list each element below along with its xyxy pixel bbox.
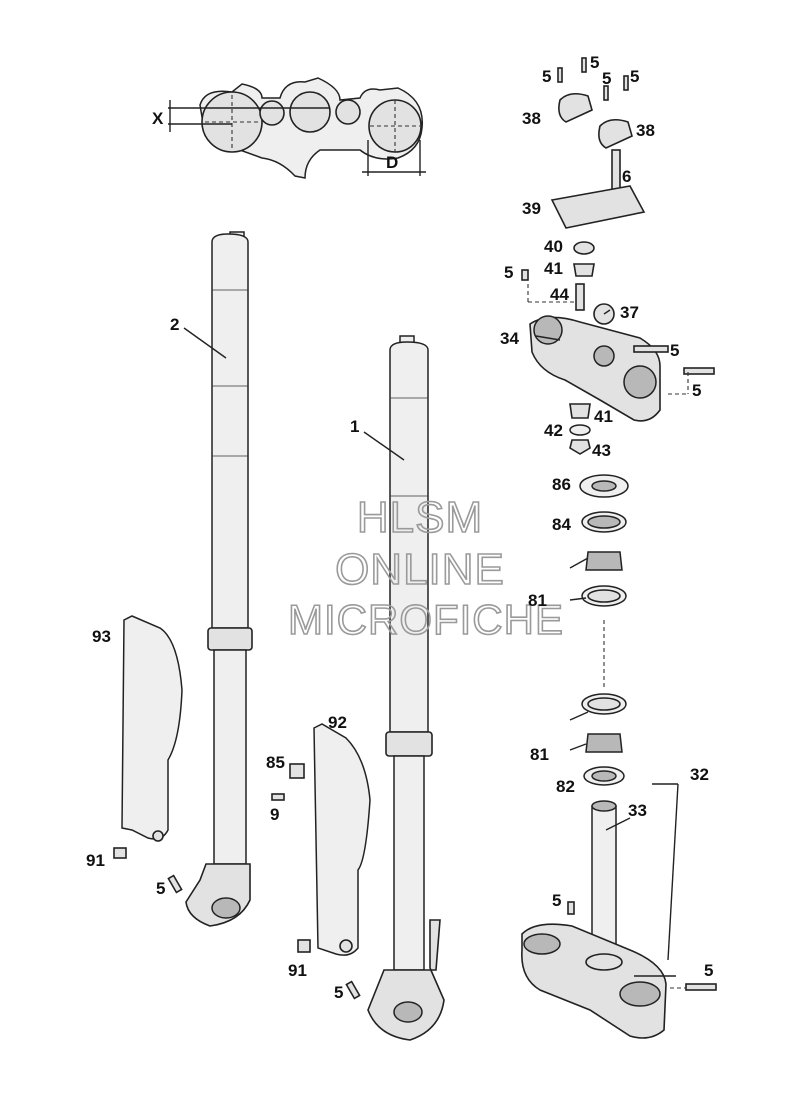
- dimension-x-label: X: [152, 109, 164, 128]
- callout-labels: 5 5 5 5 38 38 6 39 40 5 41 44 37 34 5 5 …: [86, 53, 713, 1002]
- callout-37: 37: [620, 303, 639, 322]
- fork-guard-right: [313, 723, 371, 956]
- fork-guard-left: [121, 615, 183, 842]
- callout-81: 81: [530, 745, 549, 764]
- callout-5: 5: [156, 879, 165, 898]
- callout-40: 40: [544, 237, 563, 256]
- fork-leg-left: [185, 231, 253, 927]
- callout-2: 2: [170, 315, 179, 334]
- stem-nut-group: [569, 403, 591, 455]
- callout-84: 84: [552, 515, 571, 534]
- callout-34: 34: [500, 329, 519, 348]
- lower-triple-clamp: [521, 800, 717, 1039]
- callout-6: 6: [622, 167, 631, 186]
- callout-5: 5: [602, 69, 611, 88]
- small-fasteners-left: [113, 763, 361, 1000]
- callout-5: 5: [692, 381, 701, 400]
- watermark-line-1: HLSM: [357, 493, 483, 542]
- callout-5: 5: [334, 983, 343, 1002]
- callout-5: 5: [504, 263, 513, 282]
- callout-91: 91: [86, 851, 105, 870]
- callout-9: 9: [270, 805, 279, 824]
- callout-41: 41: [544, 259, 563, 278]
- callout-5: 5: [630, 67, 639, 86]
- callout-43: 43: [592, 441, 611, 460]
- callout-39: 39: [522, 199, 541, 218]
- callout-91: 91: [288, 961, 307, 980]
- callout-38: 38: [522, 109, 541, 128]
- callout-5: 5: [704, 961, 713, 980]
- callout-5: 5: [670, 341, 679, 360]
- callout-81: 81: [528, 591, 547, 610]
- callout-82: 82: [556, 777, 575, 796]
- leader-lines: [183, 309, 679, 961]
- fork-leg-right: [367, 335, 445, 1041]
- callout-5: 5: [590, 53, 599, 72]
- handlebar-clamp-group: [550, 57, 646, 229]
- callout-38: 38: [636, 121, 655, 140]
- callout-92: 92: [328, 713, 347, 732]
- callout-44: 44: [550, 285, 569, 304]
- clamp-dimension-sketch: [168, 77, 426, 179]
- watermark-line-3: MICROFICHE: [288, 596, 564, 643]
- callout-93: 93: [92, 627, 111, 646]
- callout-41: 41: [594, 407, 613, 426]
- callout-33: 33: [628, 801, 647, 820]
- callout-5: 5: [542, 67, 551, 86]
- watermark-line-2: ONLINE: [335, 545, 505, 594]
- callout-85: 85: [266, 753, 285, 772]
- callout-42: 42: [544, 421, 563, 440]
- callout-32: 32: [690, 765, 709, 784]
- callout-86: 86: [552, 475, 571, 494]
- callout-5: 5: [552, 891, 561, 910]
- bearing-group: [569, 474, 629, 786]
- callout-1: 1: [350, 417, 359, 436]
- steering-stem-top-group: [521, 241, 715, 422]
- dimension-d-label: D: [386, 153, 398, 172]
